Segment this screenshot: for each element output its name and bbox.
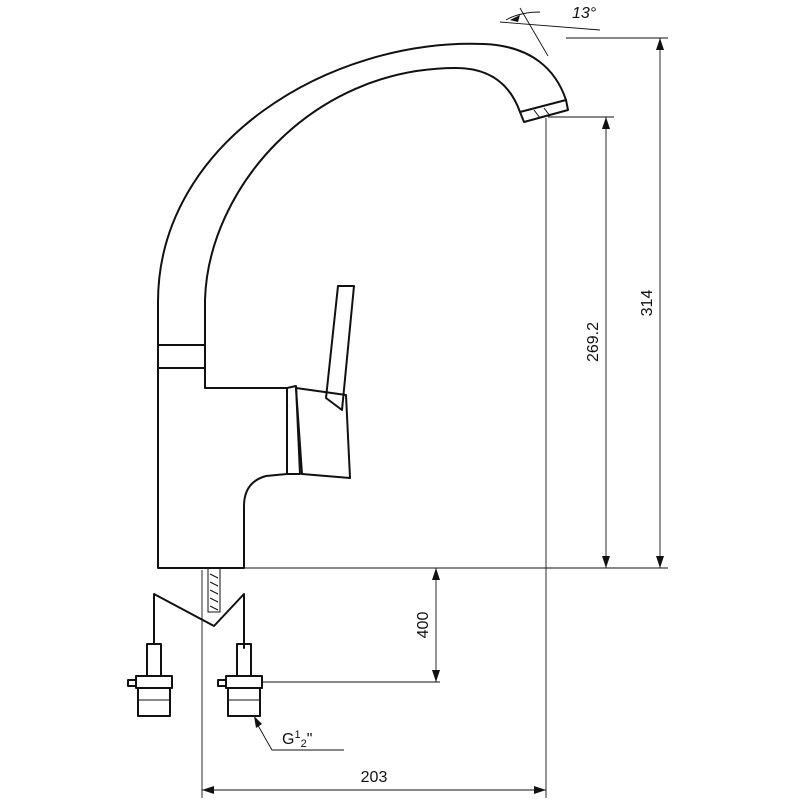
- overall-height-label: 314: [639, 290, 656, 317]
- hose-left: [153, 593, 245, 649]
- hose-length-label: 400: [415, 612, 432, 639]
- faucet-body: [157, 344, 288, 569]
- handle-assembly: [286, 285, 355, 479]
- aerator-line: [533, 109, 541, 119]
- connector-right: [217, 643, 263, 717]
- thread-leader: [255, 721, 344, 751]
- thread-suffix: ": [307, 731, 313, 748]
- aerator: [519, 99, 569, 123]
- thread-prefix: G: [282, 731, 294, 748]
- lever: [325, 285, 355, 411]
- dimension-labels: 13° 314 269.2 400 203 G12": [282, 5, 656, 786]
- threaded-stud: [207, 567, 221, 613]
- cartridge: [286, 385, 301, 475]
- supply-hoses: [127, 567, 263, 717]
- spout-outer: [157, 42, 567, 346]
- body-outline: [157, 344, 288, 569]
- spout-inner: [204, 67, 521, 346]
- angle-label: 13°: [572, 5, 597, 22]
- reach-label: 203: [361, 769, 388, 786]
- thread-sub: 2: [301, 738, 307, 750]
- spout-height-label: 269.2: [585, 322, 602, 362]
- connector-left: [127, 643, 173, 717]
- aerator-line-2: [543, 107, 551, 117]
- cartridge-cap: [295, 387, 351, 479]
- dimension-lines: [201, 7, 668, 798]
- thread-label: G12": [282, 729, 312, 750]
- spout: [157, 42, 569, 346]
- thread-sup: 1: [294, 729, 300, 741]
